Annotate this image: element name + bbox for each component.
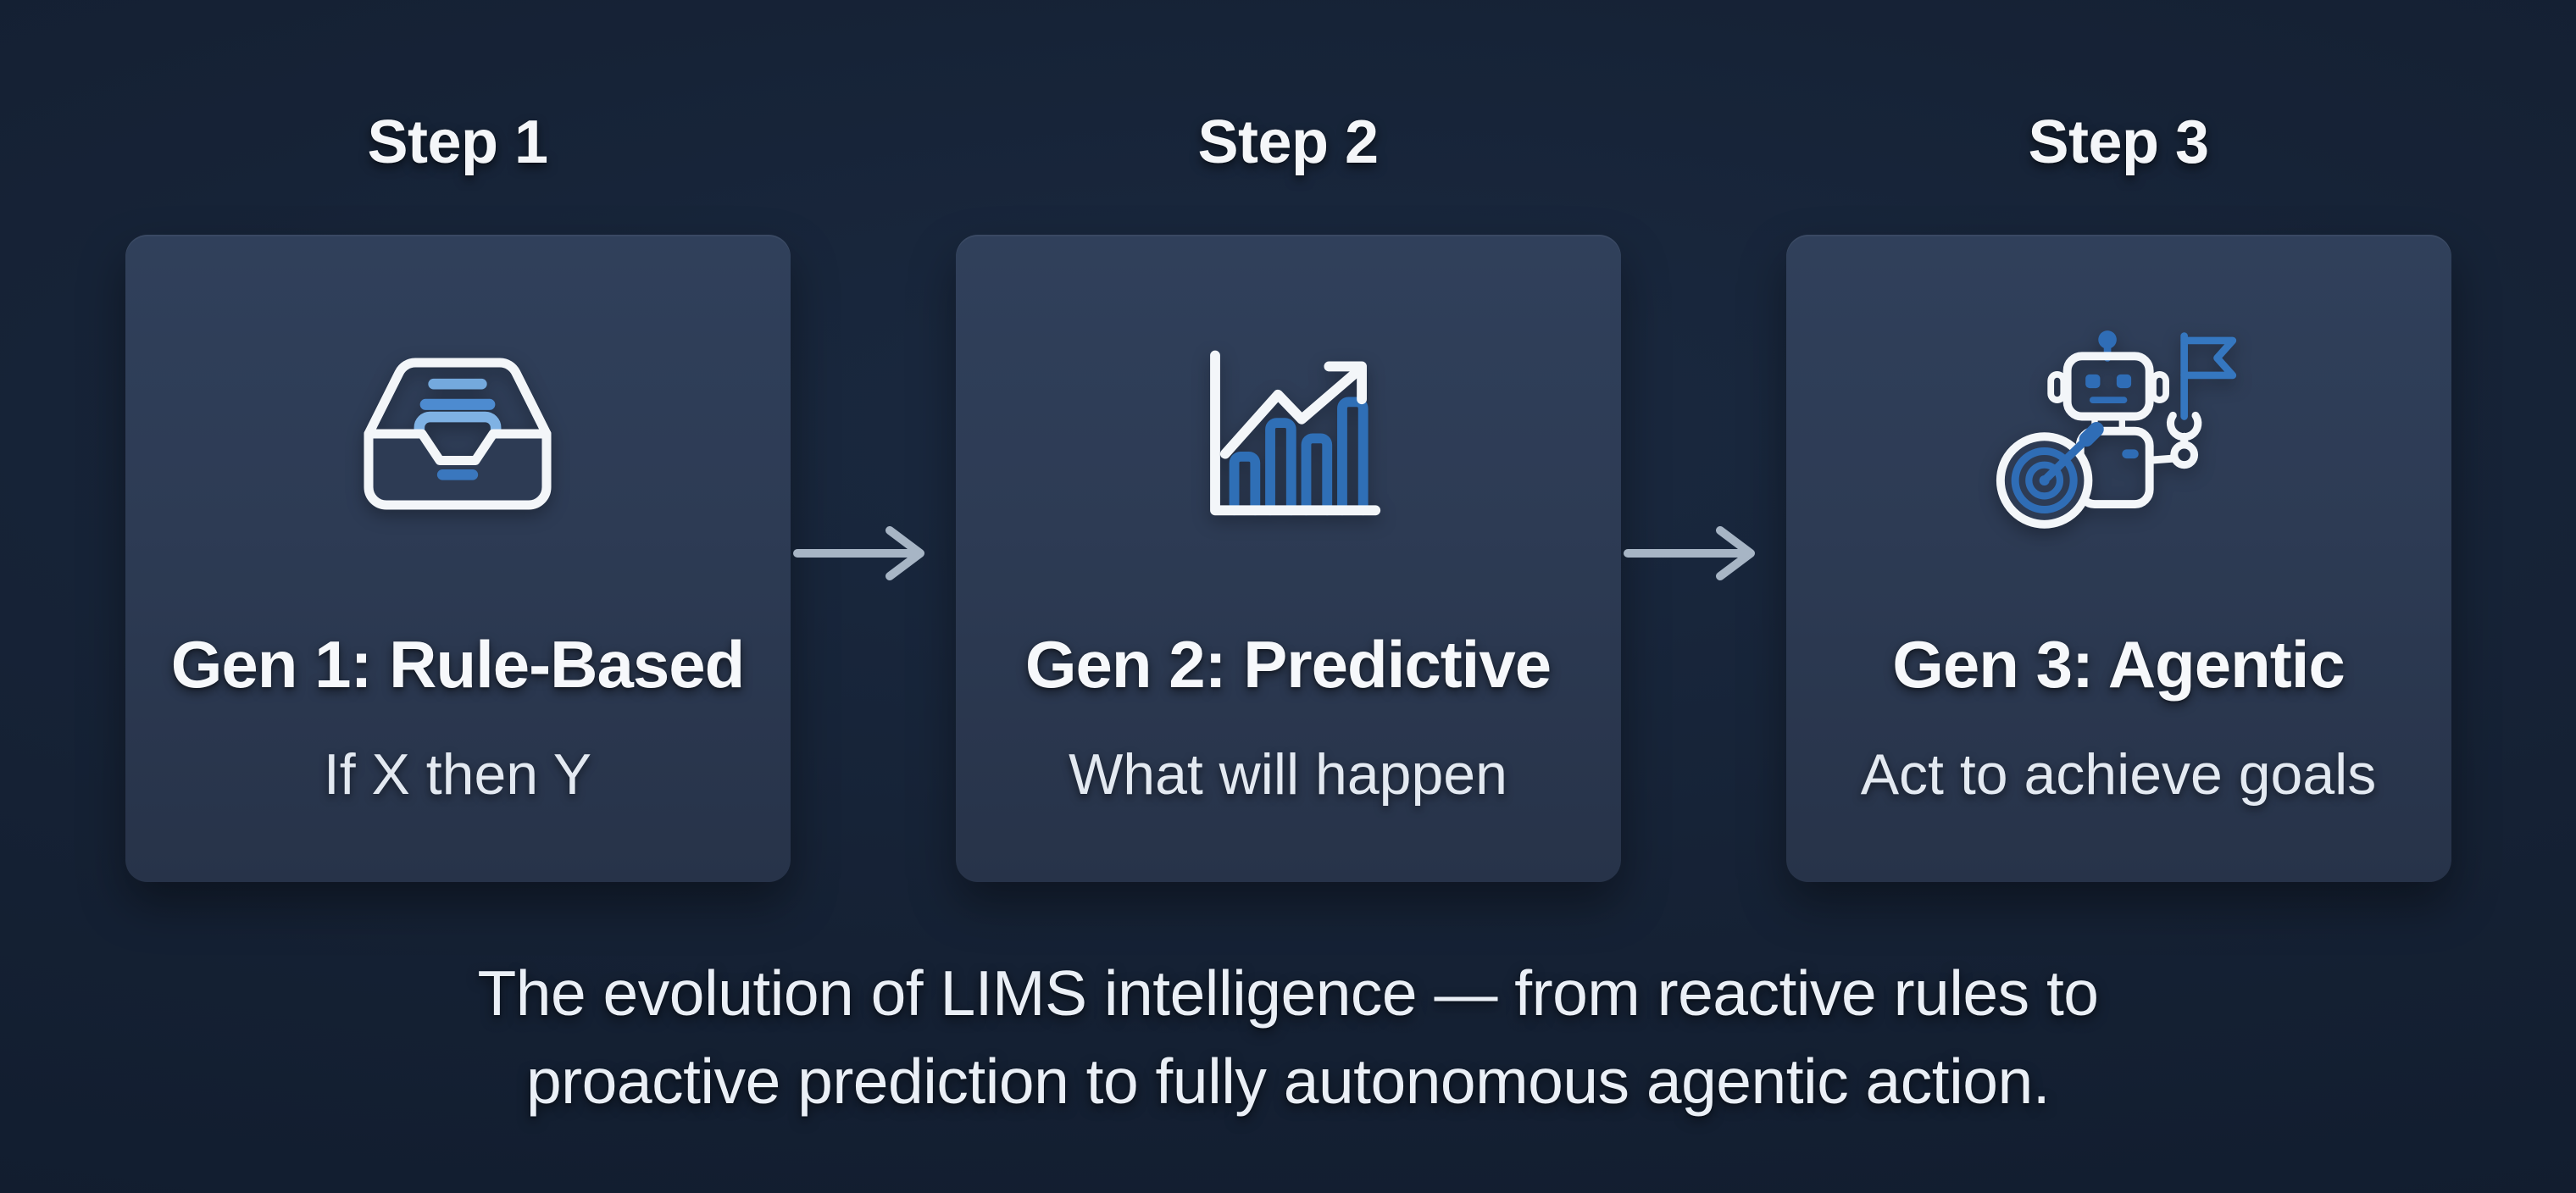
icon-box-2 — [1179, 319, 1397, 548]
card-title-1: Gen 1: Rule-Based — [170, 627, 746, 702]
card-subtitle-2: What will happen — [1069, 742, 1507, 807]
bar-chart-trend-icon — [1210, 350, 1381, 516]
arrow-right-icon — [793, 526, 924, 580]
card-title-2: Gen 2: Predictive — [1024, 627, 1552, 702]
caption: The evolution of LIMS intelligence — fro… — [0, 949, 2576, 1125]
card-subtitle-3: Act to achieve goals — [1860, 742, 2377, 807]
step-column-2: Step 2 Gen 2: Predictive What will happe… — [955, 108, 1621, 882]
arrow-right-icon — [1624, 526, 1755, 580]
step-column-3: Step 3 — [1785, 108, 2451, 882]
steps-row: Step 1 Gen 1: Rule-Based If X then Y — [125, 108, 2451, 882]
inbox-documents-icon — [364, 358, 552, 510]
icon-box-3 — [1990, 319, 2246, 548]
step-label-3: Step 3 — [2028, 108, 2209, 176]
step-column-1: Step 1 Gen 1: Rule-Based If X then Y — [125, 110, 791, 882]
step-card-predictive: Gen 2: Predictive What will happen — [955, 235, 1621, 882]
step-label-2: Step 2 — [1197, 108, 1379, 176]
card-title-3: Gen 3: Agentic — [1892, 627, 2346, 702]
step-label-1: Step 1 — [367, 108, 548, 176]
icon-box-1 — [351, 319, 564, 548]
caption-line-2: proactive prediction to fully autonomous… — [525, 1046, 2051, 1117]
robot-target-flag-icon — [1996, 330, 2237, 529]
caption-line-1: The evolution of LIMS intelligence — fro… — [477, 957, 2099, 1029]
step-card-rule-based: Gen 1: Rule-Based If X then Y — [125, 235, 791, 882]
card-subtitle-1: If X then Y — [323, 742, 592, 807]
step-card-agentic: Gen 3: Agentic Act to achieve goals — [1785, 235, 2451, 882]
